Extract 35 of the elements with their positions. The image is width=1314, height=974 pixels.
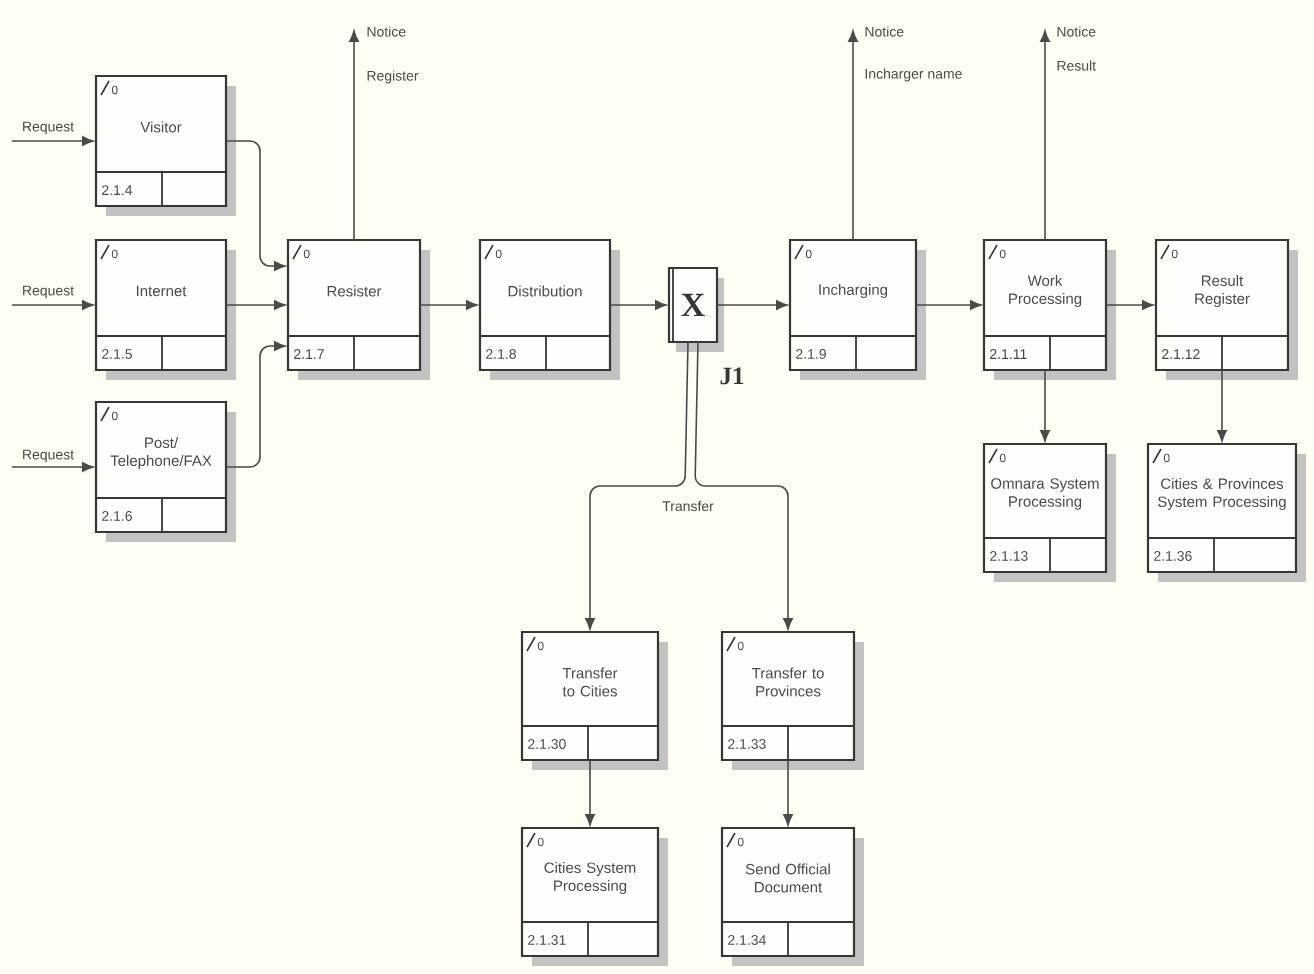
arrow [1040,30,1050,241]
arrow [1217,369,1227,442]
process-box [520,826,668,966]
arrow [716,300,788,310]
process-box [982,442,1116,582]
process-box [788,238,926,380]
process-box [720,826,864,966]
arrow [1105,300,1154,310]
arrow [11,136,94,146]
process-box [1146,442,1306,582]
process-box [94,74,236,216]
arrow [1040,369,1050,442]
arrow [349,30,359,241]
junction-box: X [667,266,724,352]
arrow [225,341,286,468]
process-box [478,238,620,380]
arrow [419,300,478,310]
process-box [94,238,236,380]
arrow [915,300,982,310]
junction-label: J1 [720,367,744,385]
process-box [720,630,864,770]
arrow [609,300,667,310]
arrow [694,341,793,630]
process-box [286,238,430,380]
arrow [585,759,595,826]
process-box [982,238,1116,380]
arrow [848,30,858,241]
arrow [225,300,286,310]
arrow [585,341,689,630]
arrow [11,462,94,472]
process-box [94,400,236,542]
arrow [11,300,94,310]
arrow [783,759,793,826]
process-box [1154,238,1298,380]
process-box [520,630,668,770]
